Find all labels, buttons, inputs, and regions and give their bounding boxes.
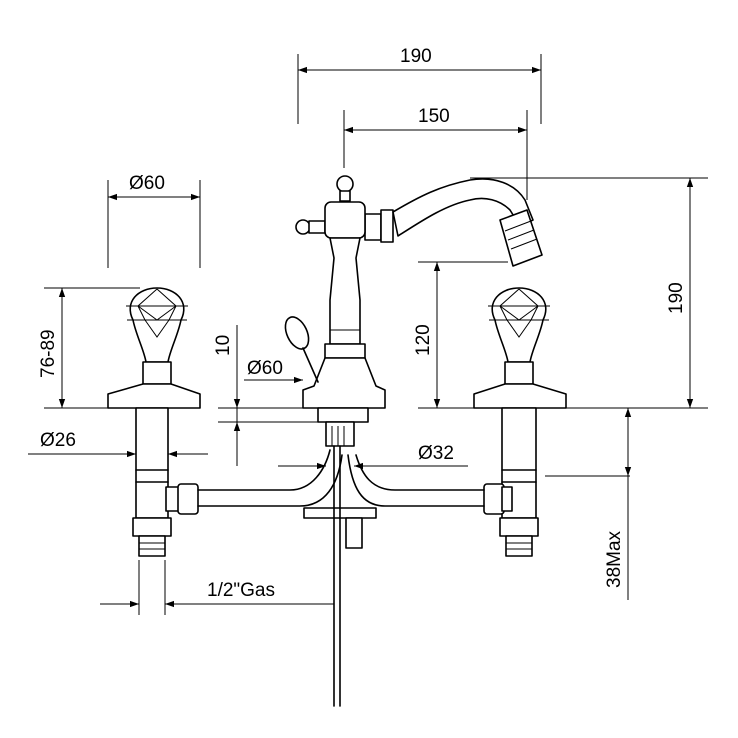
left-handle-valve [107, 287, 201, 557]
label-deck-thickness: 38Max [604, 530, 625, 588]
label-overall-height: 190 [666, 282, 687, 314]
label-thread: 1/2"Gas [207, 580, 275, 601]
right-handle-valve [473, 287, 567, 557]
label-base-thickness: 10 [213, 335, 234, 356]
dimension-labels: 190 150 Ø60 76-89 190 120 10 Ø60 Ø26 Ø32… [38, 46, 687, 601]
label-spout-reach: 150 [418, 106, 450, 127]
right-crystal-knob [491, 287, 547, 363]
label-pipe-diameter: Ø32 [418, 443, 454, 464]
connecting-hoses [165, 449, 513, 515]
label-spout-reach-total: 190 [400, 46, 432, 67]
label-spout-height: 120 [413, 324, 434, 356]
label-handle-diameter: Ø60 [129, 173, 165, 194]
label-stem-diameter: Ø26 [40, 430, 76, 451]
label-base-diameter: Ø60 [247, 358, 283, 379]
left-crystal-knob [129, 287, 185, 363]
central-spout-body [284, 175, 543, 707]
label-handle-height: 76-89 [38, 329, 59, 378]
dimension-lines [28, 66, 694, 608]
